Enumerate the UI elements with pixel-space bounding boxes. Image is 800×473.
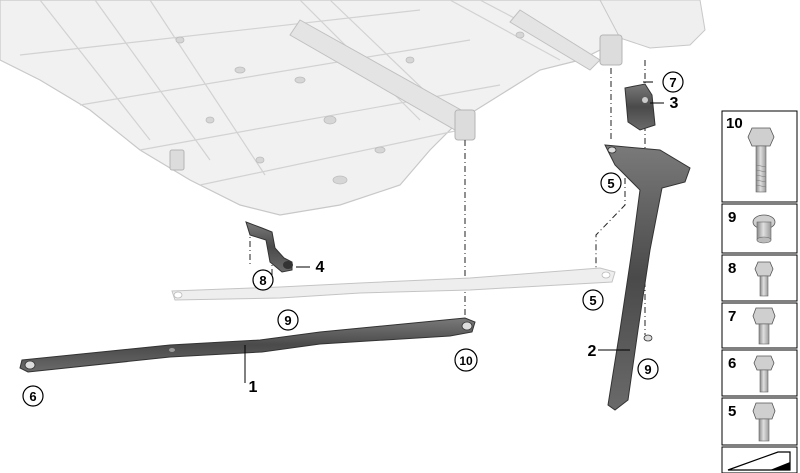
bolt-icon (752, 307, 776, 345)
callout-circle-9a: 9 (277, 309, 299, 331)
legend-number-6: 6 (728, 355, 736, 372)
callout-circle-10: 10 (454, 348, 478, 372)
legend-item-7: 7 (721, 302, 798, 349)
legend-number-7: 7 (728, 308, 736, 325)
bolt-icon (747, 127, 775, 193)
callout-6-label: 6 (29, 389, 36, 404)
legend-item-5: 5 (721, 397, 798, 446)
callout-5b-label: 5 (589, 293, 596, 308)
callout-4: 4 (316, 259, 325, 276)
callout-10-label: 10 (459, 354, 473, 368)
part-3-bracket (624, 83, 656, 131)
leader-lines (244, 81, 664, 383)
callout-circle-6: 6 (22, 385, 44, 407)
legend-number-8: 8 (728, 260, 736, 277)
legend-item-8: 8 (721, 254, 798, 302)
legend-item-10: 10 (721, 110, 798, 203)
callout-circle-5a: 5 (600, 172, 622, 194)
legend-number-9: 9 (728, 209, 736, 226)
callout-circle-9b: 9 (637, 358, 659, 380)
callout-1: 1 (249, 379, 258, 396)
callout-7-label: 7 (669, 75, 676, 90)
nut-icon (752, 214, 776, 244)
callout-circle-7: 7 (662, 71, 684, 93)
callout-2: 2 (588, 343, 597, 360)
phantom-strut (171, 267, 616, 301)
part-1-strut (19, 317, 476, 373)
floor-pan-illustration (0, 0, 706, 216)
callout-9a-label: 9 (284, 313, 291, 328)
callouts: 1 2 3 4 5 5 6 7 8 9 9 (22, 71, 684, 407)
callout-circle-8: 8 (252, 269, 274, 291)
legend-footer-tile (721, 446, 798, 473)
legend-item-6: 6 (721, 349, 798, 397)
callout-8-label: 8 (259, 273, 266, 288)
callout-circle-5b: 5 (582, 289, 604, 311)
legend-number-10: 10 (726, 115, 743, 132)
legend-item-9: 9 (721, 203, 798, 254)
bolt-icon (752, 402, 776, 442)
callout-5a-label: 5 (607, 176, 614, 191)
fastener-legend: 10 9 (721, 110, 798, 473)
callout-3: 3 (670, 95, 679, 112)
part-2-brace (604, 144, 691, 411)
bolt-icon (753, 355, 775, 393)
legend-number-5: 5 (728, 403, 736, 420)
part-4-bracket (245, 221, 293, 273)
wedge-icon (727, 451, 791, 471)
bolt-icon (754, 261, 774, 297)
callout-9b-label: 9 (644, 362, 651, 377)
